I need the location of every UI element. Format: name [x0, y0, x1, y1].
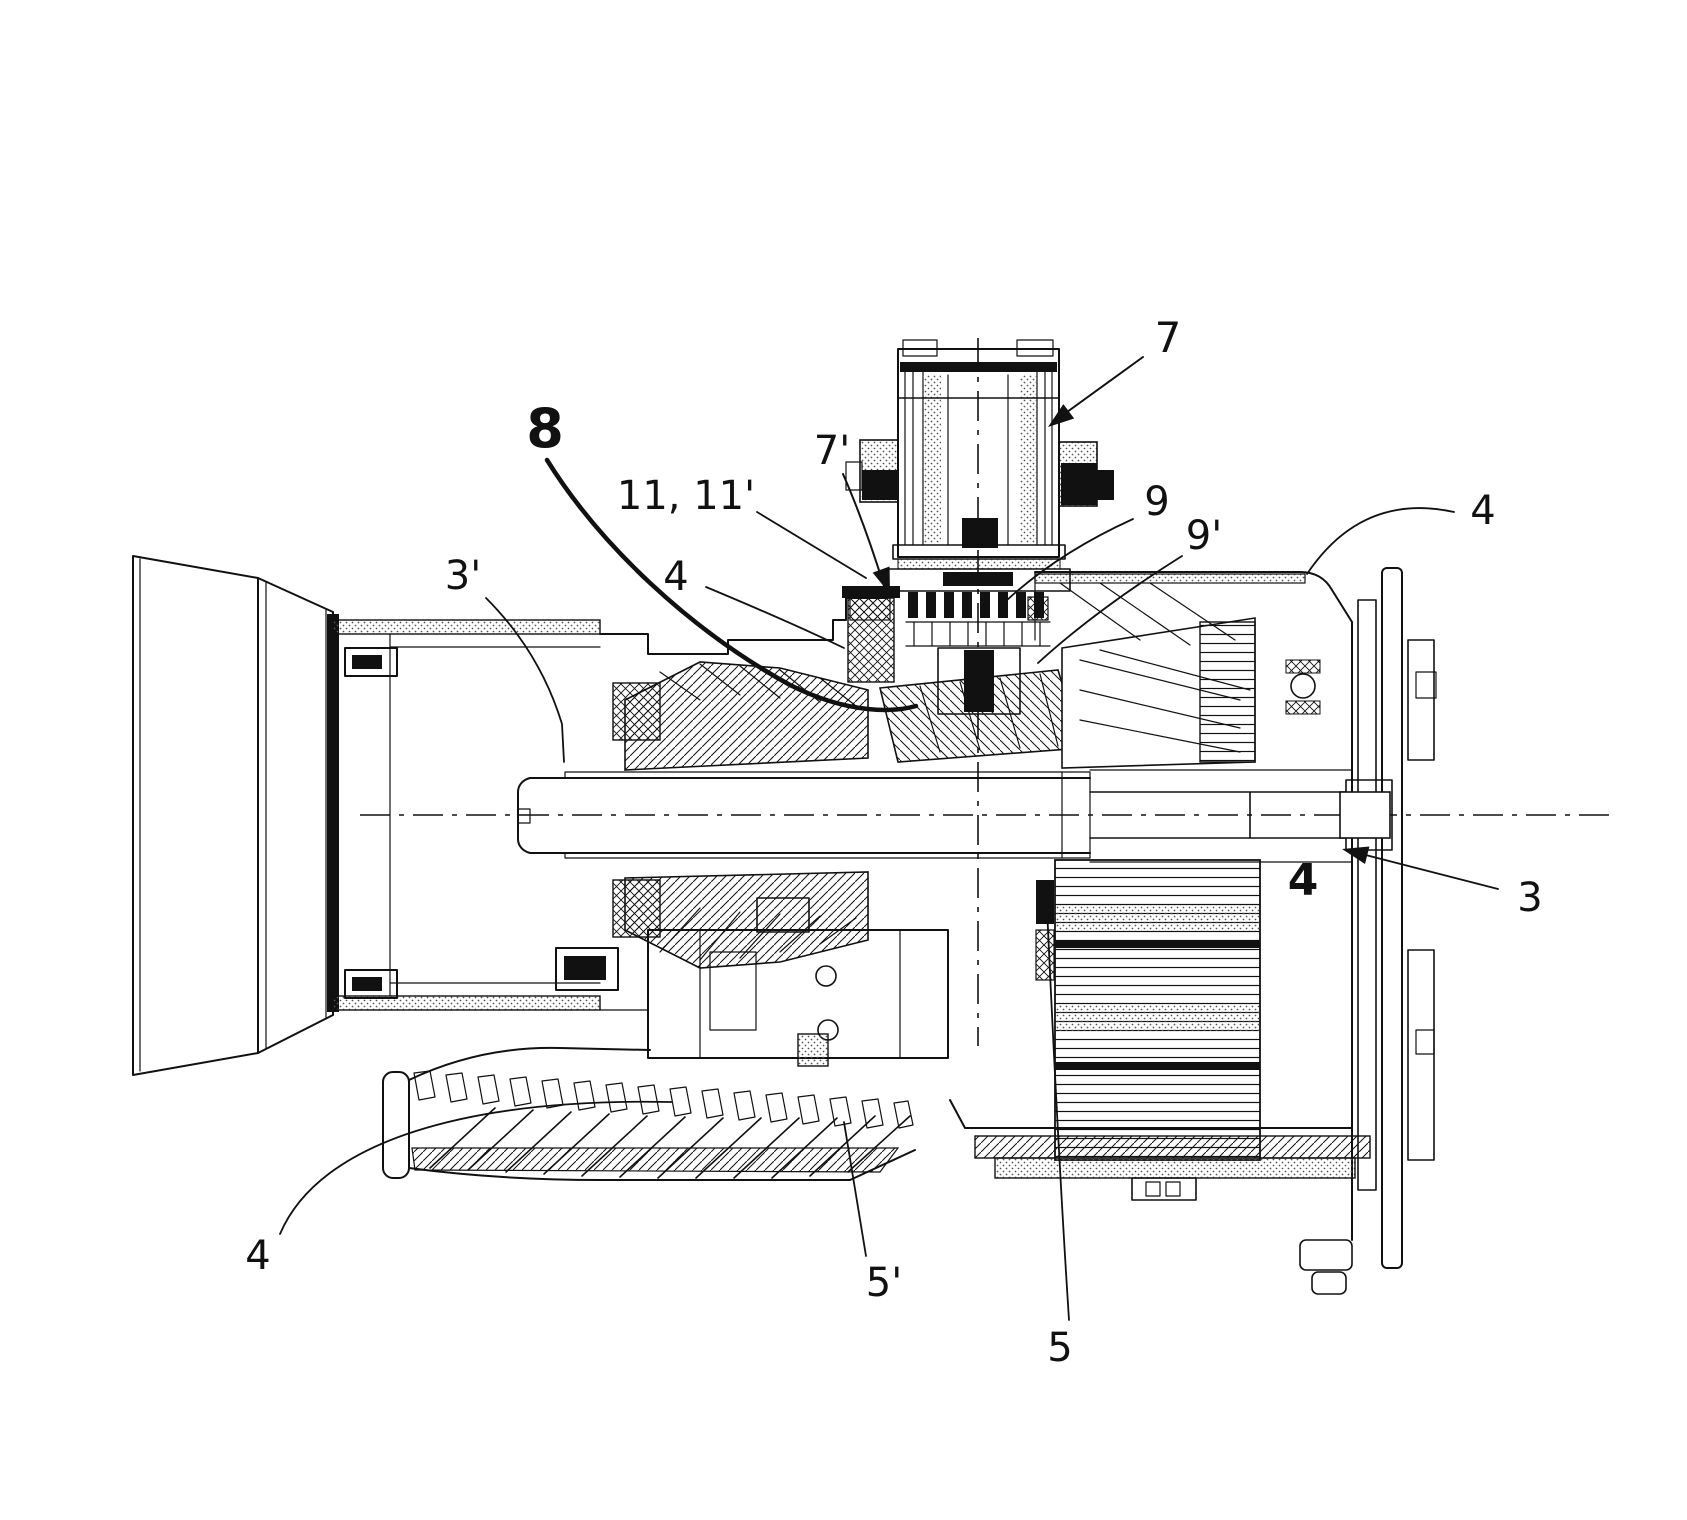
bevel-gear-lower-carrier	[599, 871, 949, 1059]
left-flange-plate	[132, 555, 334, 1076]
bevel-crown-upper-right	[1061, 617, 1321, 769]
leader-line-3	[1353, 851, 1499, 890]
leader-arrowhead-3	[1342, 846, 1370, 865]
leader-line-7	[1055, 356, 1144, 421]
leader-line-4-bottom	[279, 1100, 673, 1235]
leader-line-4-right	[1306, 507, 1455, 575]
foot-bracket	[949, 1099, 1371, 1201]
bevel-pinion	[879, 592, 1084, 763]
ref-label-9-prime: 9'	[1186, 513, 1222, 559]
ref-label-4-right: 4	[1470, 488, 1495, 534]
input-shaft	[517, 771, 1393, 859]
ref-label-4-inner: 4	[1288, 855, 1319, 906]
leader-line-9	[1005, 518, 1134, 602]
leader-line-11-11	[756, 511, 867, 579]
ring-gear-teeth	[413, 1070, 914, 1129]
ref-label-5-prime: 5'	[866, 1260, 902, 1306]
motor-actuator	[845, 339, 1114, 621]
ref-label-4-mid: 4	[663, 554, 688, 600]
leader-line-4-mid	[705, 586, 845, 649]
ref-label-3-prime: 3'	[445, 553, 481, 599]
leader-line-5	[1046, 907, 1070, 1321]
machine-cross-section	[132, 338, 1610, 1295]
ref-label-7: 7	[1155, 313, 1182, 362]
bevel-gear-upper	[624, 661, 869, 771]
leader-line-9-prime	[1037, 555, 1183, 664]
right-gearbox-housing	[1034, 567, 1437, 1295]
reference-annotations: 7 7' 11, 11' 8 4 9 9' 4 3' 3 4 4 5' 5	[245, 313, 1542, 1371]
ref-label-8: 8	[526, 397, 564, 460]
leader-line-5-prime	[843, 1121, 867, 1257]
leader-arrowhead-7-prime	[872, 566, 890, 594]
output-gear-lower	[1035, 859, 1261, 1161]
ring-gear	[382, 1033, 916, 1181]
leader-arrowhead-7	[1048, 404, 1075, 427]
bell-housing-drum	[327, 614, 619, 1012]
ref-label-11-11: 11, 11'	[617, 473, 755, 519]
ref-label-9: 9	[1144, 479, 1169, 525]
leader-line-8	[544, 457, 919, 713]
ref-label-4-bottom: 4	[245, 1233, 270, 1279]
leader-line-3-prime	[485, 597, 565, 763]
ref-label-5: 5	[1047, 1325, 1072, 1371]
ref-label-3: 3	[1517, 875, 1542, 921]
ref-label-7-prime: 7'	[814, 428, 850, 474]
